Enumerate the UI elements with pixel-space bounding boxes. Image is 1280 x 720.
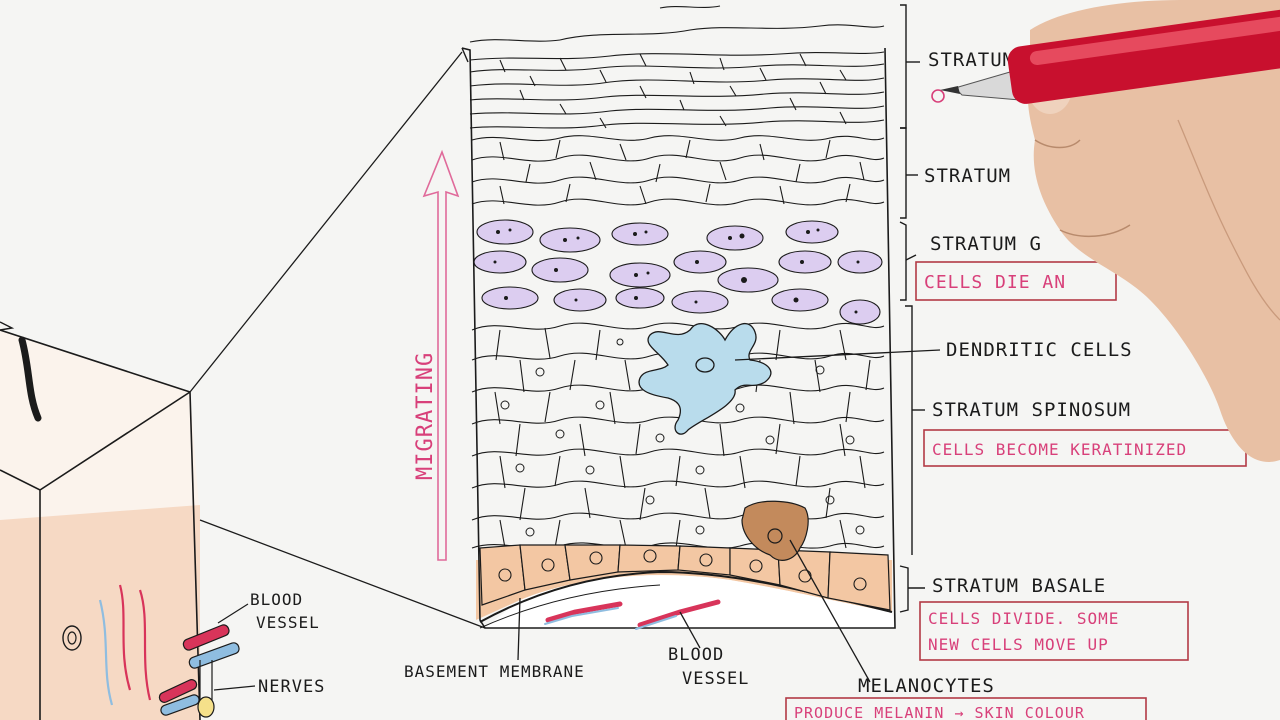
label-blood-vessel-lower-1: BLOOD	[668, 645, 724, 665]
skin-block	[0, 51, 486, 720]
dendritic-cell	[638, 322, 772, 435]
migrating-arrow	[422, 149, 460, 561]
label-basement-membrane: BASEMENT MEMBRANE	[404, 662, 585, 681]
granulosum-cells	[473, 219, 883, 325]
label-stratum-basale: STRATUM BASALE	[932, 575, 1106, 597]
layer-brackets	[899, 4, 925, 613]
label-melanocytes: MELANOCYTES	[858, 675, 995, 697]
melanocyte	[741, 500, 809, 561]
note-granulosum-text: CELLS DIE AN	[924, 272, 1066, 293]
label-blood-vessel-left-1: BLOOD	[250, 590, 303, 609]
label-blood-vessel-lower-2: VESSEL	[682, 669, 749, 689]
label-dendritic-cells: DENDRITIC CELLS	[946, 339, 1133, 361]
note-spinosum-text: CELLS BECOME KERATINIZED	[932, 440, 1187, 459]
note-spinosum: CELLS BECOME KERATINIZED	[923, 429, 1247, 467]
note-basale-text-2: NEW CELLS MOVE UP	[928, 635, 1109, 654]
note-basale-text-1: CELLS DIVIDE. SOME	[928, 609, 1119, 628]
label-stratum-spinosum: STRATUM SPINOSUM	[932, 399, 1131, 421]
epidermis-section	[461, 5, 896, 630]
label-stratum-lucidum: STRATUM	[924, 165, 1011, 187]
label-stratum-granulosum: STRATUM G	[930, 233, 1042, 255]
hand-with-pen	[940, 0, 1280, 462]
label-nerves: NERVES	[258, 677, 325, 697]
note-melanocytes: PRODUCE MELANIN → SKIN COLOUR	[785, 697, 1147, 720]
spinosum-nuclei	[500, 338, 865, 537]
corneum-cells	[469, 5, 885, 129]
label-stratum-corneum: STRATUM	[928, 49, 1015, 71]
note-granulosum: CELLS DIE AN	[915, 261, 1117, 301]
basal-cells	[479, 544, 891, 611]
note-basale: CELLS DIVIDE. SOME NEW CELLS MOVE UP	[919, 601, 1189, 661]
lucidum-cells	[471, 135, 885, 206]
migrating-label: MIGRATING	[413, 352, 438, 480]
label-blood-vessel-left-2: VESSEL	[256, 613, 320, 632]
granules	[493, 228, 860, 314]
note-melanocytes-text: PRODUCE MELANIN → SKIN COLOUR	[794, 704, 1085, 720]
